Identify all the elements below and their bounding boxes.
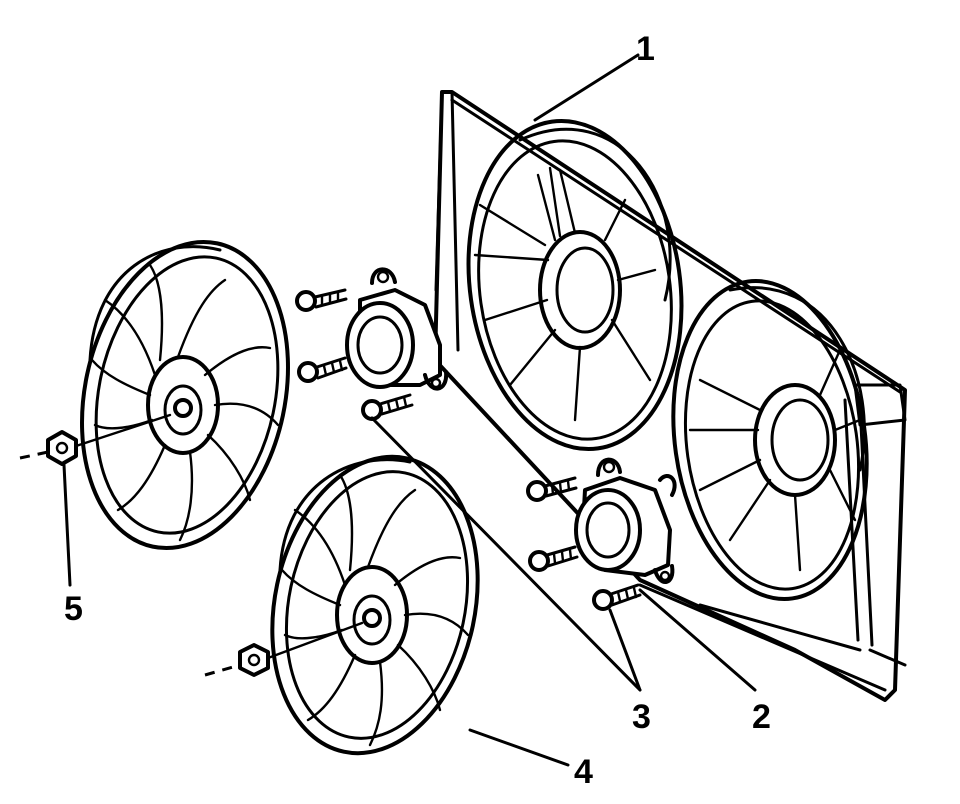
bolt-upper-3 <box>361 393 414 421</box>
callout-1: 1 <box>636 30 655 68</box>
callout-2: 2 <box>752 698 771 736</box>
bolt-lower-3 <box>592 583 642 611</box>
upper-fan-motor <box>345 267 449 391</box>
bolt-upper-1 <box>295 288 348 312</box>
bolt-lower-2 <box>528 545 579 572</box>
bolt-upper-2 <box>297 356 348 383</box>
motor-bolts <box>295 288 642 611</box>
shroud-lower-opening <box>671 279 869 601</box>
lower-fan-blade <box>270 454 480 756</box>
callout-4: 4 <box>574 753 593 791</box>
leader-line-4 <box>468 728 570 767</box>
callout-5: 5 <box>64 590 83 628</box>
bolt-lower-1 <box>526 476 578 502</box>
upper-fan-blade <box>80 239 290 551</box>
leader-line-2 <box>638 588 757 692</box>
leader-line-3a <box>370 416 642 692</box>
leader-line-5 <box>62 463 72 587</box>
lower-fan-nut <box>204 621 364 677</box>
callout-3: 3 <box>632 698 651 736</box>
leader-line-1 <box>533 53 640 122</box>
lower-fan-motor <box>574 457 677 584</box>
leader-line-3b <box>608 608 642 692</box>
shroud-upper-opening <box>466 118 684 452</box>
upper-fan-nut <box>19 413 172 466</box>
